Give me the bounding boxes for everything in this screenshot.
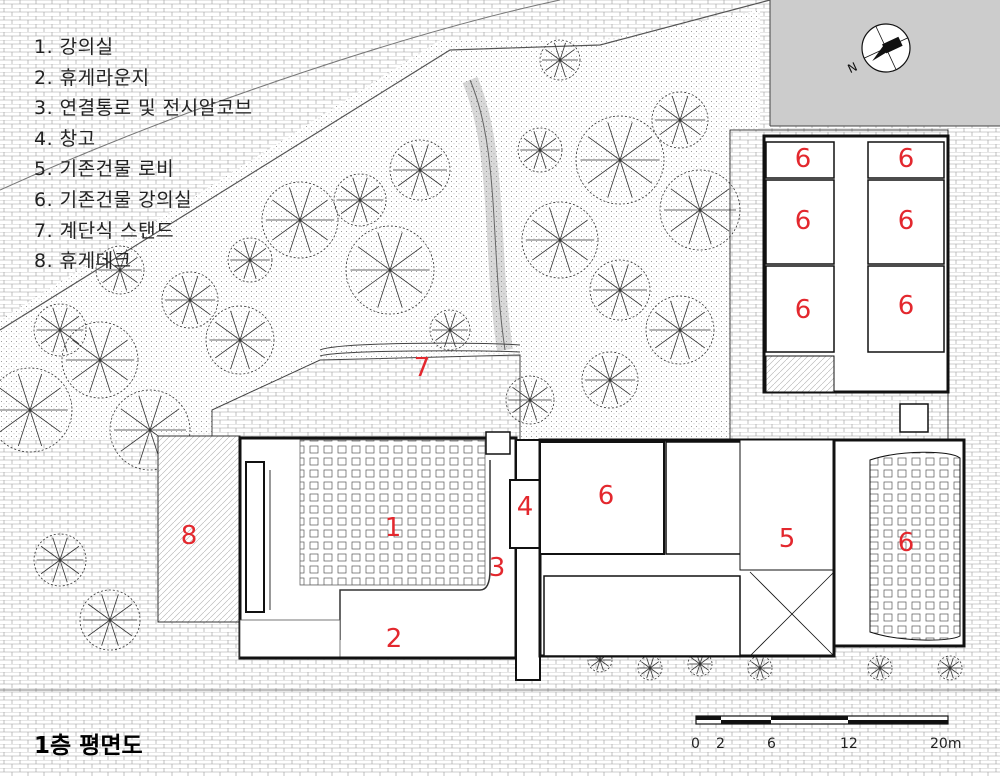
connection-corridor bbox=[485, 431, 541, 681]
scale-label: 2 bbox=[716, 736, 725, 752]
room-number-stepped-stand: 7 bbox=[413, 353, 431, 383]
room-number-existing-classroom: 6 bbox=[897, 528, 915, 558]
tree-symbol bbox=[687, 651, 713, 677]
room-number-lecture-room: 1 bbox=[384, 513, 402, 543]
tree-symbol bbox=[505, 375, 555, 425]
tree-symbol bbox=[161, 271, 219, 329]
landscape-trees bbox=[0, 39, 963, 681]
room-number-corridor: 3 bbox=[488, 553, 506, 583]
plan-title: 1층 평면도 bbox=[34, 733, 143, 759]
garden-path bbox=[0, 0, 561, 191]
tree-symbol bbox=[389, 139, 451, 201]
scale-label: 0 bbox=[691, 736, 700, 752]
legend-item: 6. 기존건물 강의실 bbox=[34, 188, 193, 211]
scale-label: 6 bbox=[767, 736, 776, 752]
scale-bar bbox=[695, 715, 949, 725]
tree-symbol bbox=[575, 115, 665, 205]
tree-symbol bbox=[581, 351, 639, 409]
tree-symbol bbox=[95, 245, 145, 295]
room-legend: 1. 강의실 2. 휴게라운지 3. 연결통로 및 전시알코브 4. 창고 5.… bbox=[34, 32, 253, 277]
garden-border bbox=[0, 0, 771, 331]
room-number-lounge: 2 bbox=[385, 624, 403, 654]
room-number-existing-classroom: 6 bbox=[897, 144, 915, 174]
stepped-stand bbox=[211, 354, 521, 441]
tree-symbol bbox=[589, 259, 651, 321]
scale-label: 12 bbox=[840, 736, 858, 752]
tree-symbol bbox=[651, 91, 709, 149]
tree-symbol bbox=[79, 589, 141, 651]
tree-symbol bbox=[747, 655, 773, 681]
tree-symbol bbox=[867, 655, 893, 681]
legend-item: 5. 기존건물 로비 bbox=[34, 158, 175, 181]
tree-symbol bbox=[587, 647, 613, 673]
tree-symbol bbox=[429, 309, 471, 351]
tree-symbol bbox=[345, 225, 435, 315]
tree-symbol bbox=[33, 533, 87, 587]
legend-item: 1. 강의실 bbox=[34, 36, 114, 58]
room-number-storage: 4 bbox=[516, 492, 534, 522]
tree-symbol bbox=[517, 127, 563, 173]
tree-symbol bbox=[61, 321, 139, 399]
rest-deck bbox=[157, 435, 241, 623]
tree-symbol bbox=[521, 201, 599, 279]
tree-symbol bbox=[645, 295, 715, 365]
existing-building bbox=[538, 129, 966, 658]
north-arrow bbox=[861, 23, 911, 73]
tree-symbol bbox=[0, 367, 73, 453]
legend-item: 2. 휴게라운지 bbox=[34, 66, 150, 89]
room-number-existing-classroom: 6 bbox=[794, 206, 812, 236]
tree-symbol bbox=[227, 237, 273, 283]
room-number-existing-classroom: 6 bbox=[794, 144, 812, 174]
tree-symbol bbox=[261, 181, 339, 259]
legend-item: 3. 연결통로 및 전시알코브 bbox=[34, 97, 253, 120]
tree-symbol bbox=[333, 173, 387, 227]
garden-area bbox=[0, 10, 760, 440]
room-number-lobby: 5 bbox=[778, 524, 796, 554]
room-number-existing-classroom: 6 bbox=[897, 206, 915, 236]
room-number-rest-deck: 8 bbox=[180, 521, 198, 551]
lecture-hall-building bbox=[238, 436, 518, 660]
room-number-existing-classroom: 6 bbox=[597, 481, 615, 511]
room-number-existing-classroom: 6 bbox=[897, 291, 915, 321]
tree-symbol bbox=[109, 389, 191, 471]
legend-item: 7. 계단식 스탠드 bbox=[34, 219, 175, 242]
legend-item: 8. 휴게데크 bbox=[34, 250, 132, 273]
tree-symbol bbox=[539, 39, 581, 81]
scale-label: 20m bbox=[930, 736, 962, 752]
tree-symbol bbox=[33, 303, 87, 357]
tree-symbol bbox=[205, 305, 275, 375]
tree-symbol bbox=[937, 655, 963, 681]
legend-item: 4. 창고 bbox=[34, 127, 96, 150]
room-number-existing-classroom: 6 bbox=[794, 295, 812, 325]
